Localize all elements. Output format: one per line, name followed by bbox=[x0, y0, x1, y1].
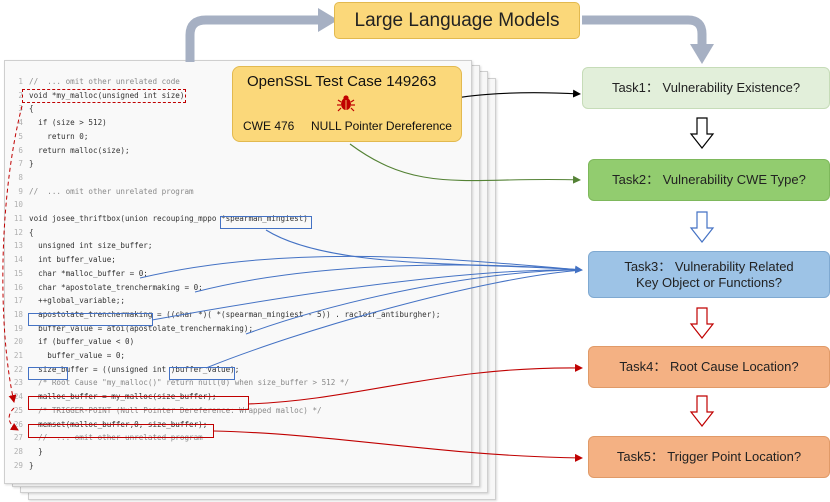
code-text: // ... omit other unrelated code bbox=[29, 77, 180, 86]
highlight-size-buffer bbox=[28, 367, 68, 380]
line-number: 7 bbox=[18, 159, 23, 169]
task1-label: Task1： Vulnerability Existence? bbox=[611, 80, 801, 95]
line-number: 21 bbox=[13, 351, 23, 360]
line-number: 28 bbox=[13, 446, 23, 456]
task2-box: Task2： Vulnerability CWE Type? bbox=[588, 159, 830, 201]
line-number: 5 bbox=[18, 131, 23, 141]
line-number: 9 bbox=[18, 186, 23, 196]
code-text: if (size > 512) bbox=[29, 118, 107, 128]
code-text: if (buffer_value < 0) bbox=[29, 337, 135, 347]
line-number: 17 bbox=[13, 296, 23, 306]
llm-label: Large Language Models bbox=[354, 9, 560, 31]
test-case-title: OpenSSL Test Case 149263 bbox=[247, 73, 437, 90]
test-case-cwe: CWE 476 bbox=[243, 119, 295, 133]
hollow-arrow-4-5 bbox=[689, 395, 715, 427]
task4-label: Task4： Root Cause Location? bbox=[619, 359, 799, 374]
hollow-arrow-3-4 bbox=[689, 307, 715, 339]
line-number: 2 bbox=[18, 90, 23, 100]
line-number: 10 bbox=[13, 200, 23, 210]
line-number: 8 bbox=[18, 172, 23, 182]
code-text: char *malloc_buffer = 0; bbox=[29, 268, 148, 278]
highlight-buffer-value bbox=[169, 367, 235, 380]
line-number: 26 bbox=[13, 419, 23, 429]
task2-label: Task2： Vulnerability CWE Type? bbox=[612, 172, 806, 187]
line-number: 24 bbox=[13, 392, 23, 402]
hollow-arrow-1-2 bbox=[689, 117, 715, 149]
line-number: 11 bbox=[13, 214, 23, 223]
code-text: buffer_value = 0; bbox=[29, 351, 126, 360]
line-number: 1 bbox=[18, 77, 23, 86]
code-text: return 0; bbox=[29, 131, 89, 141]
line-number: 27 bbox=[13, 433, 23, 443]
llm-box: Large Language Models bbox=[334, 2, 580, 39]
code-text: char *apostolate_trenchermaking = 0; bbox=[29, 282, 203, 292]
hollow-arrow-2-3 bbox=[689, 211, 715, 243]
code-text: void *my_malloc(unsigned int size) bbox=[29, 90, 185, 100]
code-text: } bbox=[29, 446, 43, 456]
code-text: size_buffer = ((unsigned int )buffer_val… bbox=[29, 364, 240, 374]
flow-arrow-to-llm bbox=[185, 15, 320, 62]
task3-box: Task3： Vulnerability Related Key Object … bbox=[588, 251, 830, 298]
line-number: 3 bbox=[18, 104, 23, 114]
code-text: unsigned int size_buffer; bbox=[29, 241, 153, 251]
highlight-param-spearman bbox=[220, 216, 312, 229]
line-number: 13 bbox=[13, 241, 23, 251]
code-text: } bbox=[29, 159, 34, 169]
flow-arrowhead-task1 bbox=[690, 44, 714, 64]
code-text: /* TRIGGER-POINT (Null Pointer Dereferen… bbox=[29, 405, 322, 415]
code-text: return malloc(size); bbox=[29, 145, 130, 155]
code-text: // ... omit other unrelated program bbox=[29, 186, 194, 196]
line-number: 25 bbox=[13, 405, 23, 415]
line-number: 16 bbox=[13, 282, 23, 292]
task1-box: Task1： Vulnerability Existence? bbox=[582, 67, 830, 109]
code-text: { bbox=[29, 104, 34, 114]
line-number: 22 bbox=[13, 364, 23, 374]
task5-box: Task5： Trigger Point Location? bbox=[588, 436, 830, 478]
code-text: } bbox=[29, 460, 34, 470]
task4-box: Task4： Root Cause Location? bbox=[588, 346, 830, 388]
test-case-box: OpenSSL Test Case 149263 CWE 476 NULL Po… bbox=[232, 66, 462, 142]
line-number: 6 bbox=[18, 145, 23, 155]
line-number: 4 bbox=[18, 118, 23, 128]
flow-arrow-to-task1 bbox=[582, 15, 707, 46]
highlight-my-malloc-def bbox=[22, 89, 186, 103]
code-text: { bbox=[29, 227, 34, 237]
line-number: 19 bbox=[13, 323, 23, 333]
test-case-desc: NULL Pointer Dereference bbox=[311, 119, 452, 133]
line-number: 23 bbox=[13, 378, 23, 388]
task5-label: Task5： Trigger Point Location? bbox=[616, 449, 802, 464]
line-number: 20 bbox=[13, 337, 23, 347]
line-number: 18 bbox=[13, 309, 23, 319]
highlight-apostolate-assign bbox=[28, 313, 153, 326]
code-text: buffer_value = atoi(apostolate_trencherm… bbox=[29, 323, 254, 333]
task3-label: Task3： Vulnerability Related Key Object … bbox=[624, 258, 794, 290]
code-text: ++global_variable;; bbox=[29, 296, 126, 306]
line-number: 14 bbox=[13, 255, 23, 265]
highlight-trigger-point bbox=[28, 424, 214, 438]
code-text: void josee_thriftbox(union recouping_mpp… bbox=[29, 214, 308, 223]
code-text: int buffer_value; bbox=[29, 255, 116, 265]
bug-icon bbox=[337, 95, 355, 112]
line-number: 15 bbox=[13, 268, 23, 278]
line-number: 12 bbox=[13, 227, 23, 237]
highlight-root-cause bbox=[28, 396, 249, 410]
line-number: 29 bbox=[13, 460, 23, 470]
